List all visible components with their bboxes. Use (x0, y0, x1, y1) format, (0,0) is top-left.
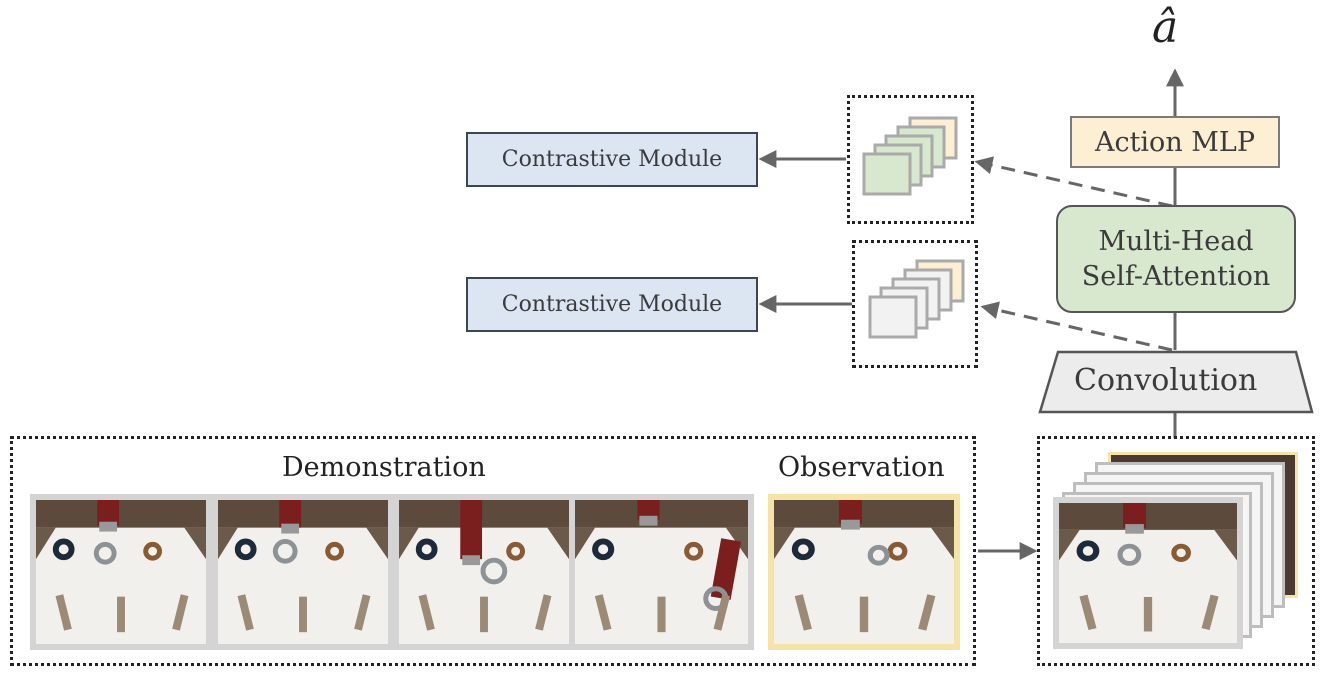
action-mlp-label: Action MLP (1094, 126, 1256, 158)
input-strip (10, 436, 976, 666)
self-attention-label-line2: Self-Attention (1081, 261, 1271, 292)
dashed-arrow-attention-features (974, 156, 1173, 208)
observation-frame (768, 494, 960, 650)
action-mlp-box: Action MLP (1070, 116, 1280, 168)
contrastive-module-top-label: Contrastive Module (501, 147, 723, 172)
stacked-frame-front (1053, 497, 1243, 649)
demo-frame-2 (212, 494, 394, 650)
conv-feature-group (852, 240, 978, 368)
contrastive-module-bottom-label: Contrastive Module (501, 292, 723, 317)
stacked-input-group (1037, 436, 1315, 666)
dashed-arrow-conv-features (980, 301, 1173, 352)
convolution-trapezoid (1038, 350, 1314, 414)
output-action-symbol: â (1152, 2, 1179, 53)
self-attention-box: Multi-Head Self-Attention (1056, 205, 1296, 313)
contrastive-module-bottom: Contrastive Module (466, 277, 758, 332)
convolution-label: Convolution (1074, 363, 1258, 398)
demonstration-label: Demonstration (282, 452, 486, 483)
attention-feature-group (847, 95, 974, 224)
self-attention-label-line1: Multi-Head (1098, 225, 1254, 257)
demo-frame-4 (569, 494, 754, 650)
contrastive-module-top: Contrastive Module (466, 132, 758, 187)
demo-frame-1 (30, 494, 212, 650)
observation-label: Observation (778, 452, 945, 483)
demo-frame-3 (393, 494, 575, 650)
